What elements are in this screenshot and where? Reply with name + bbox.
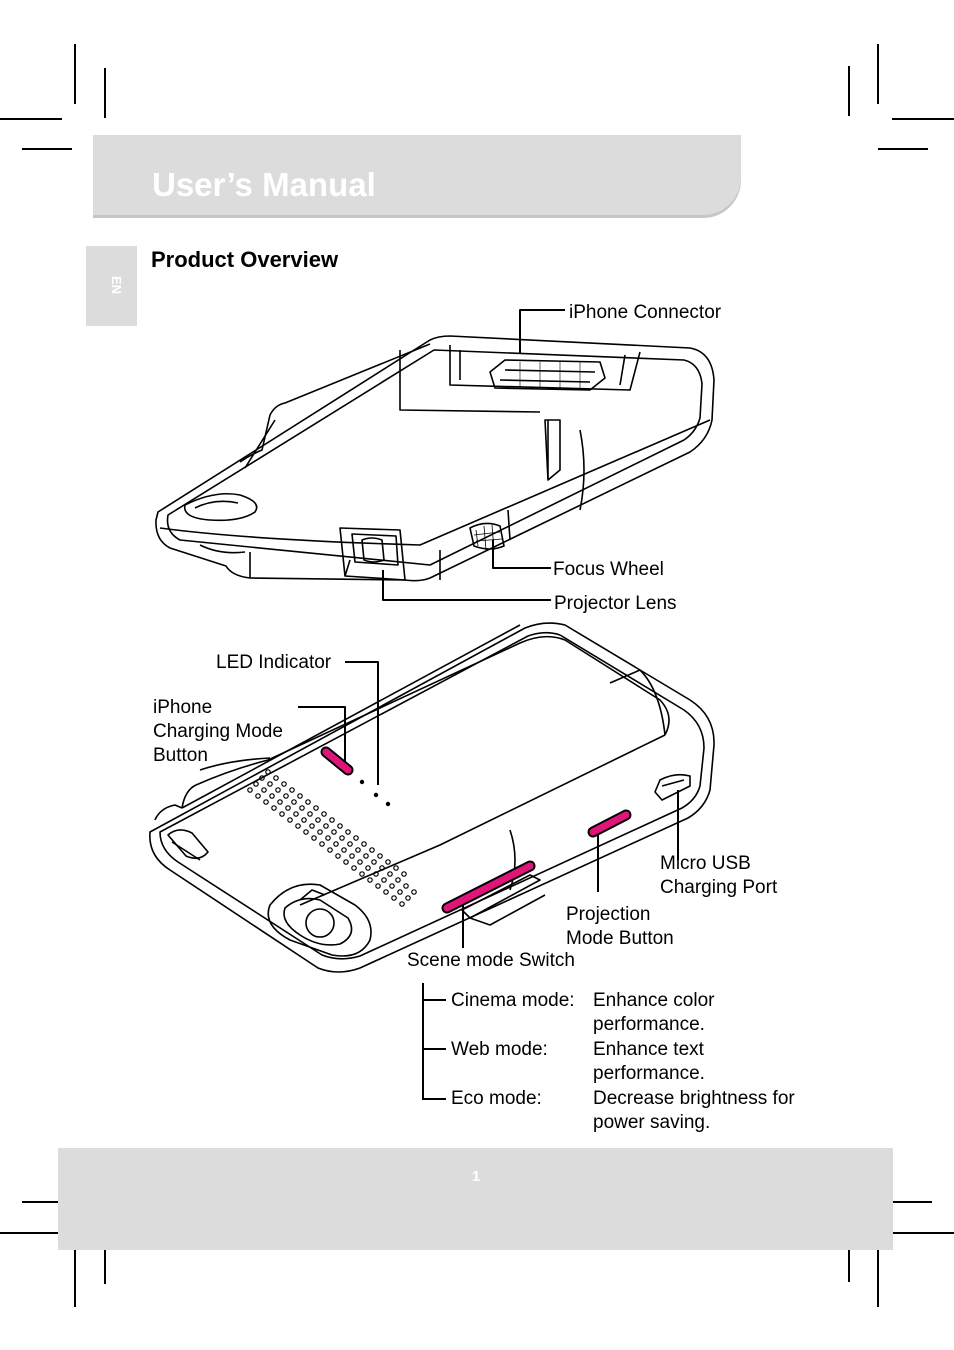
- mode-name: Cinema mode:: [451, 990, 575, 1011]
- crop-mark: [22, 1201, 76, 1203]
- crop-mark: [892, 1232, 954, 1234]
- footer-band: [58, 1148, 893, 1250]
- crop-mark: [74, 44, 76, 104]
- mode-name: Web mode:: [451, 1039, 548, 1060]
- crop-mark: [74, 1245, 76, 1307]
- crop-mark: [0, 118, 62, 120]
- label-line: iPhone: [153, 697, 213, 718]
- mode-description: Enhance color performance.: [593, 989, 714, 1037]
- page-number: 1: [471, 1168, 481, 1185]
- crop-mark: [104, 1234, 106, 1284]
- label-line: Charging Port: [660, 877, 778, 898]
- label-line: Mode Button: [566, 928, 674, 949]
- label-line: Projection: [566, 904, 651, 925]
- crop-mark: [848, 1232, 850, 1282]
- led-indicator-dots: [359, 779, 391, 807]
- top-view-device: [155, 335, 715, 582]
- crop-mark: [892, 118, 954, 120]
- speaker-grille: [247, 769, 417, 907]
- iphone-connector-label: iPhone Connector: [569, 302, 722, 323]
- mode-name: Eco mode:: [451, 1088, 542, 1109]
- section-title: Product Overview: [151, 247, 339, 272]
- micro-usb-port-label: Micro USB Charging Port: [660, 852, 777, 900]
- charging-mode-button-label: iPhone Charging Mode Button: [153, 696, 283, 768]
- crop-mark: [848, 66, 850, 116]
- description-line: performance.: [593, 1063, 705, 1084]
- label-line: Button: [153, 745, 208, 766]
- crop-mark: [878, 148, 928, 150]
- language-tab: [86, 246, 137, 326]
- description-line: Enhance text: [593, 1039, 704, 1060]
- description-line: Enhance color: [593, 990, 715, 1011]
- projection-mode-button-label: Projection Mode Button: [566, 903, 674, 951]
- description-line: Decrease brightness for: [593, 1088, 795, 1109]
- projector-lens-label: Projector Lens: [554, 593, 677, 614]
- crop-mark: [22, 148, 72, 150]
- crop-mark: [0, 1232, 62, 1234]
- bottom-view-device: [149, 622, 715, 973]
- crop-mark: [880, 1201, 932, 1203]
- label-line: Micro USB: [660, 853, 751, 874]
- focus-wheel-label: Focus Wheel: [553, 559, 664, 580]
- crop-mark: [877, 1245, 879, 1307]
- mode-description: Decrease brightness for power saving.: [593, 1087, 795, 1135]
- description-line: performance.: [593, 1014, 705, 1035]
- mode-description: Enhance text performance.: [593, 1038, 705, 1086]
- crop-mark: [104, 68, 106, 118]
- header-band: [93, 135, 741, 218]
- scene-mode-switch-label: Scene mode Switch: [407, 950, 575, 971]
- page-title: User’s Manual: [152, 166, 376, 203]
- callout-lines: [298, 309, 679, 1100]
- crop-mark: [877, 44, 879, 104]
- label-line: Charging Mode: [153, 721, 283, 742]
- led-indicator-label: LED Indicator: [216, 652, 332, 673]
- description-line: power saving.: [593, 1112, 711, 1133]
